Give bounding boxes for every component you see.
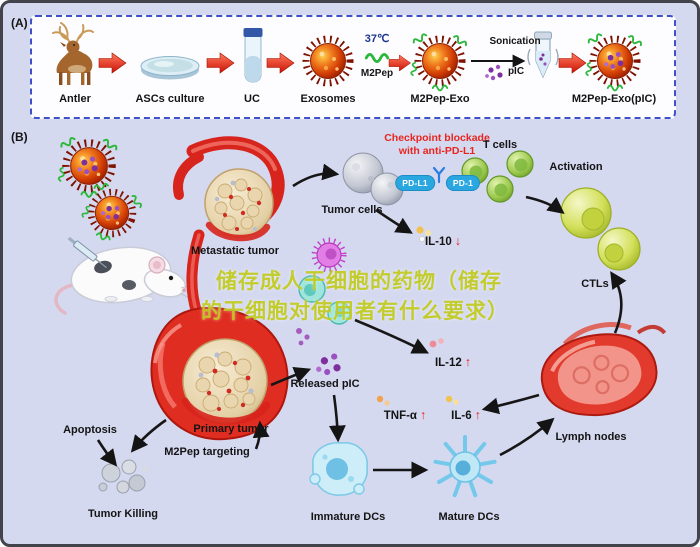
- m2pep-label: M2Pep: [360, 68, 394, 79]
- apoptosis-debris: [98, 459, 148, 494]
- primary-tumor-label: Primary tumor: [193, 423, 269, 435]
- step-label-m2pep-exo: M2Pep-Exo: [410, 93, 470, 105]
- tumor-cells-illustration: [342, 152, 404, 206]
- mouse-icon: [54, 246, 193, 315]
- tumor-cells-label: Tumor cells: [321, 204, 383, 216]
- watermark-line1: 储存成人干细胞的药物（储存: [216, 270, 502, 293]
- released-pic-dots: [316, 353, 341, 376]
- pd-1-badge: PD-1: [445, 175, 481, 191]
- syringe-icon: [67, 236, 107, 269]
- immature-dc-illustration: [309, 441, 368, 496]
- up-arrow-icon: ↑: [420, 408, 427, 422]
- watermark-line2: 的干细胞对使用者有什么要求）: [201, 300, 509, 323]
- panel-b-label: (B): [11, 130, 28, 144]
- mature-dc-illustration: [433, 435, 497, 498]
- step-label-uc: UC: [244, 93, 260, 105]
- down-arrow-icon: ↓: [454, 234, 462, 248]
- antibody-icon: [432, 166, 446, 184]
- lymph-node-illustration: [540, 322, 667, 417]
- ctl-cells-illustration: [560, 187, 641, 271]
- il10-label: IL-10↓: [424, 234, 462, 248]
- apoptosis-label: Apoptosis: [63, 424, 117, 436]
- released-pic-label: Released pIC: [290, 378, 360, 390]
- metastatic-tumor-illustration: [173, 136, 285, 242]
- immature-dcs-label: Immature DCs: [310, 511, 386, 523]
- step-label-m2pep-exo-pic: M2Pep-Exo(pIC): [571, 93, 657, 105]
- activation-label: Activation: [549, 161, 603, 173]
- il6-label: IL-6↑: [451, 408, 481, 422]
- injected-particles: [58, 137, 145, 248]
- tnfa-label: TNF-α↑: [383, 408, 427, 422]
- lymph-nodes-label: Lymph nodes: [555, 431, 627, 443]
- il12-label: IL-12↑: [434, 355, 472, 369]
- step-label-antler: Antler: [59, 93, 91, 105]
- step-label-ascs: ASCs culture: [135, 93, 205, 105]
- metastatic-tumor-label: Metastatic tumor: [190, 245, 280, 257]
- pd-l1-badge: PD-L1: [395, 175, 435, 191]
- step-label-exosomes: Exosomes: [300, 93, 356, 105]
- ctls-label: CTLs: [581, 278, 609, 290]
- up-arrow-icon: ↑: [474, 408, 481, 422]
- temperature-label: 37℃: [364, 33, 390, 45]
- sonication-label: Sonication: [489, 36, 541, 47]
- checkpoint-label-line2: with anti-PD-L1: [398, 145, 476, 157]
- checkpoint-label-line1: Checkpoint blockade: [384, 132, 490, 144]
- tumor-killing-label: Tumor Killing: [87, 508, 159, 520]
- mature-dcs-label: Mature DCs: [438, 511, 500, 523]
- m2pep-targeting-label: M2Pep targeting: [164, 446, 250, 458]
- t-cells-label: T cells: [482, 139, 518, 151]
- up-arrow-icon: ↑: [464, 355, 472, 369]
- panel-a-label: (A): [11, 16, 28, 30]
- pic-label: pIC: [507, 66, 525, 77]
